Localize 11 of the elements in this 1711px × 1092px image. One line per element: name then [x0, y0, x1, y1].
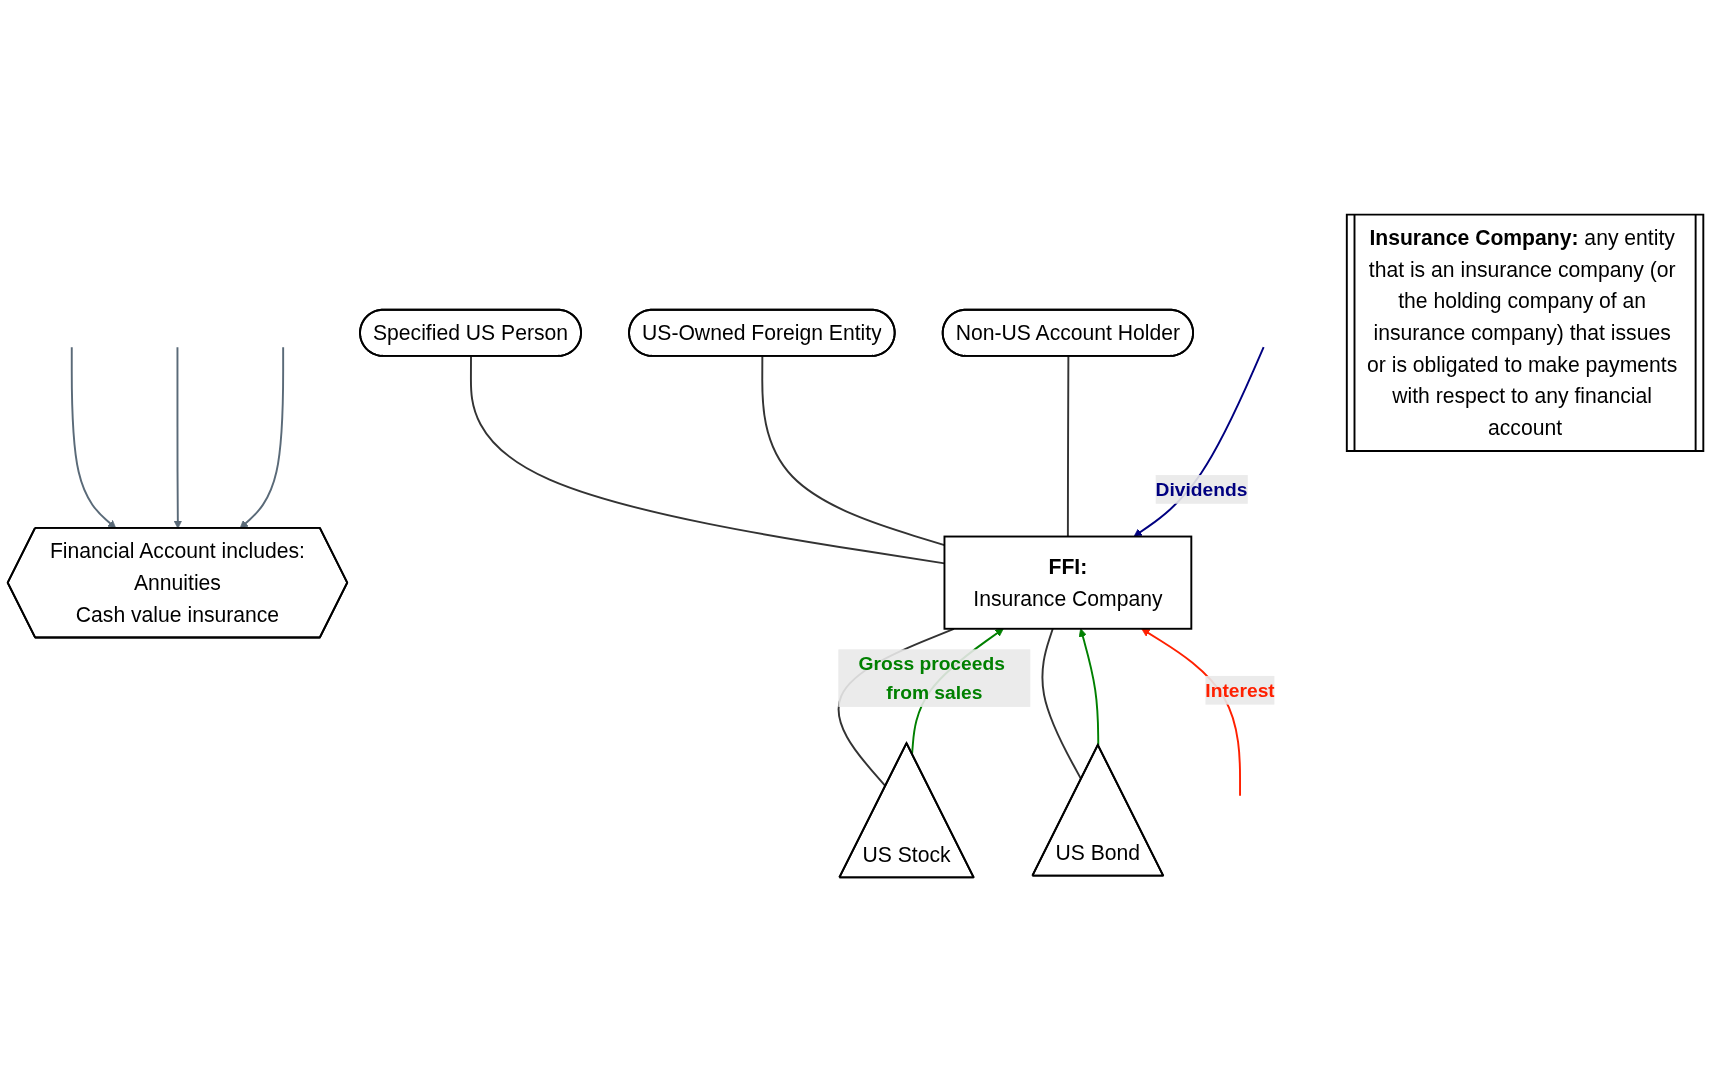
- arrow: [70, 346, 117, 529]
- arrow: [239, 346, 285, 529]
- arrow: [173, 346, 183, 529]
- arrow: [1133, 346, 1265, 537]
- connector: [1041, 627, 1083, 781]
- connector: [1066, 355, 1070, 538]
- node-box: FFI: Insurance Company: [943, 535, 1193, 630]
- edge-label: Interest: [1205, 679, 1275, 701]
- edge-label: Gross proceeds from sales: [858, 653, 1005, 704]
- arrow: [1078, 628, 1100, 747]
- edge-label: Dividends: [1155, 478, 1248, 501]
